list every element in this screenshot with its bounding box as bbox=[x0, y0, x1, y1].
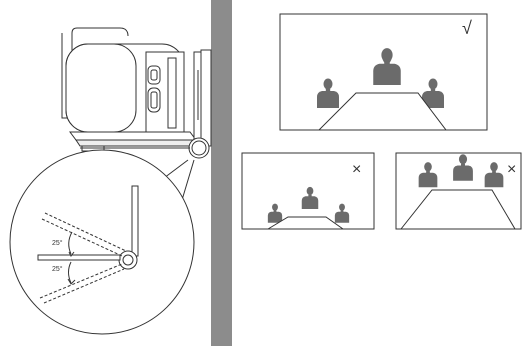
framing-too-far-panel: × bbox=[241, 152, 375, 230]
framing-too-close-panel: × bbox=[395, 152, 522, 230]
check-icon: √ bbox=[462, 18, 472, 38]
cross-icon-left: × bbox=[352, 161, 361, 178]
tilt-angle-up-label: 25° bbox=[52, 239, 63, 247]
framing-correct-panel: √ bbox=[279, 13, 488, 131]
tilt-angle-down-label: 25° bbox=[52, 265, 63, 273]
cross-icon-right: × bbox=[507, 161, 516, 178]
wall bbox=[211, 0, 232, 346]
camera-device bbox=[61, 27, 212, 159]
tilt-detail-circle: 25° 25° bbox=[9, 149, 195, 335]
